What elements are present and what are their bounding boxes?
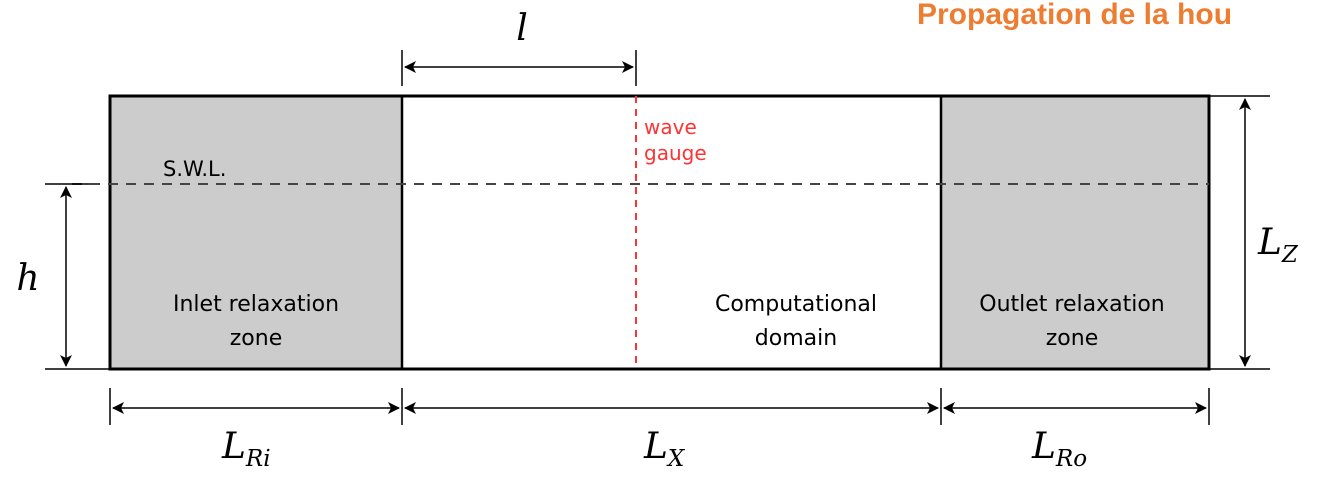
lx-dimension-label: LX	[643, 426, 686, 472]
page-title: Propagation de la hou	[917, 0, 1232, 31]
wave-gauge-label-line-1: wave	[644, 115, 697, 139]
swl-label: S.W.L.	[163, 157, 226, 181]
h-dimension-label: h	[16, 258, 39, 299]
inlet-relaxation-zone	[110, 96, 402, 369]
wave-gauge-label-line-2: gauge	[644, 141, 707, 165]
computational-domain-label-line-1: Computational	[715, 292, 877, 317]
computational-domain-label-line-2: domain	[755, 326, 837, 351]
tank-outline	[108, 94, 1211, 371]
outlet-zone-label-line-2: zone	[1046, 326, 1099, 351]
outlet-zone-label-line-1: Outlet relaxation	[979, 292, 1165, 317]
l-dimension-label: l	[516, 8, 528, 49]
inlet-zone-label-line-1: Inlet relaxation	[173, 292, 339, 317]
outlet-relaxation-zone	[941, 96, 1209, 369]
lri-dimension-label: LRi	[221, 426, 271, 472]
lro-dimension-label: LRo	[1031, 426, 1087, 472]
inlet-zone-label-line-2: zone	[230, 326, 283, 351]
lz-dimension-label: LZ	[1257, 222, 1299, 268]
